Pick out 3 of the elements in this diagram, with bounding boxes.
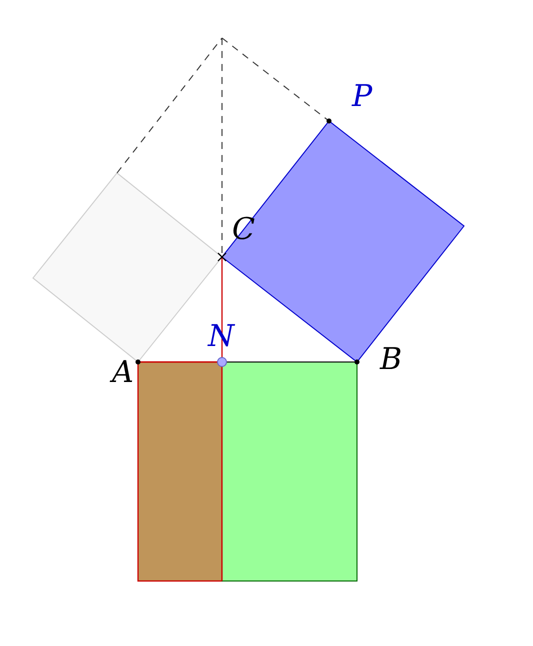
point-label: A (112, 358, 134, 388)
point-label: B (380, 345, 402, 375)
point-label: P (352, 82, 372, 112)
